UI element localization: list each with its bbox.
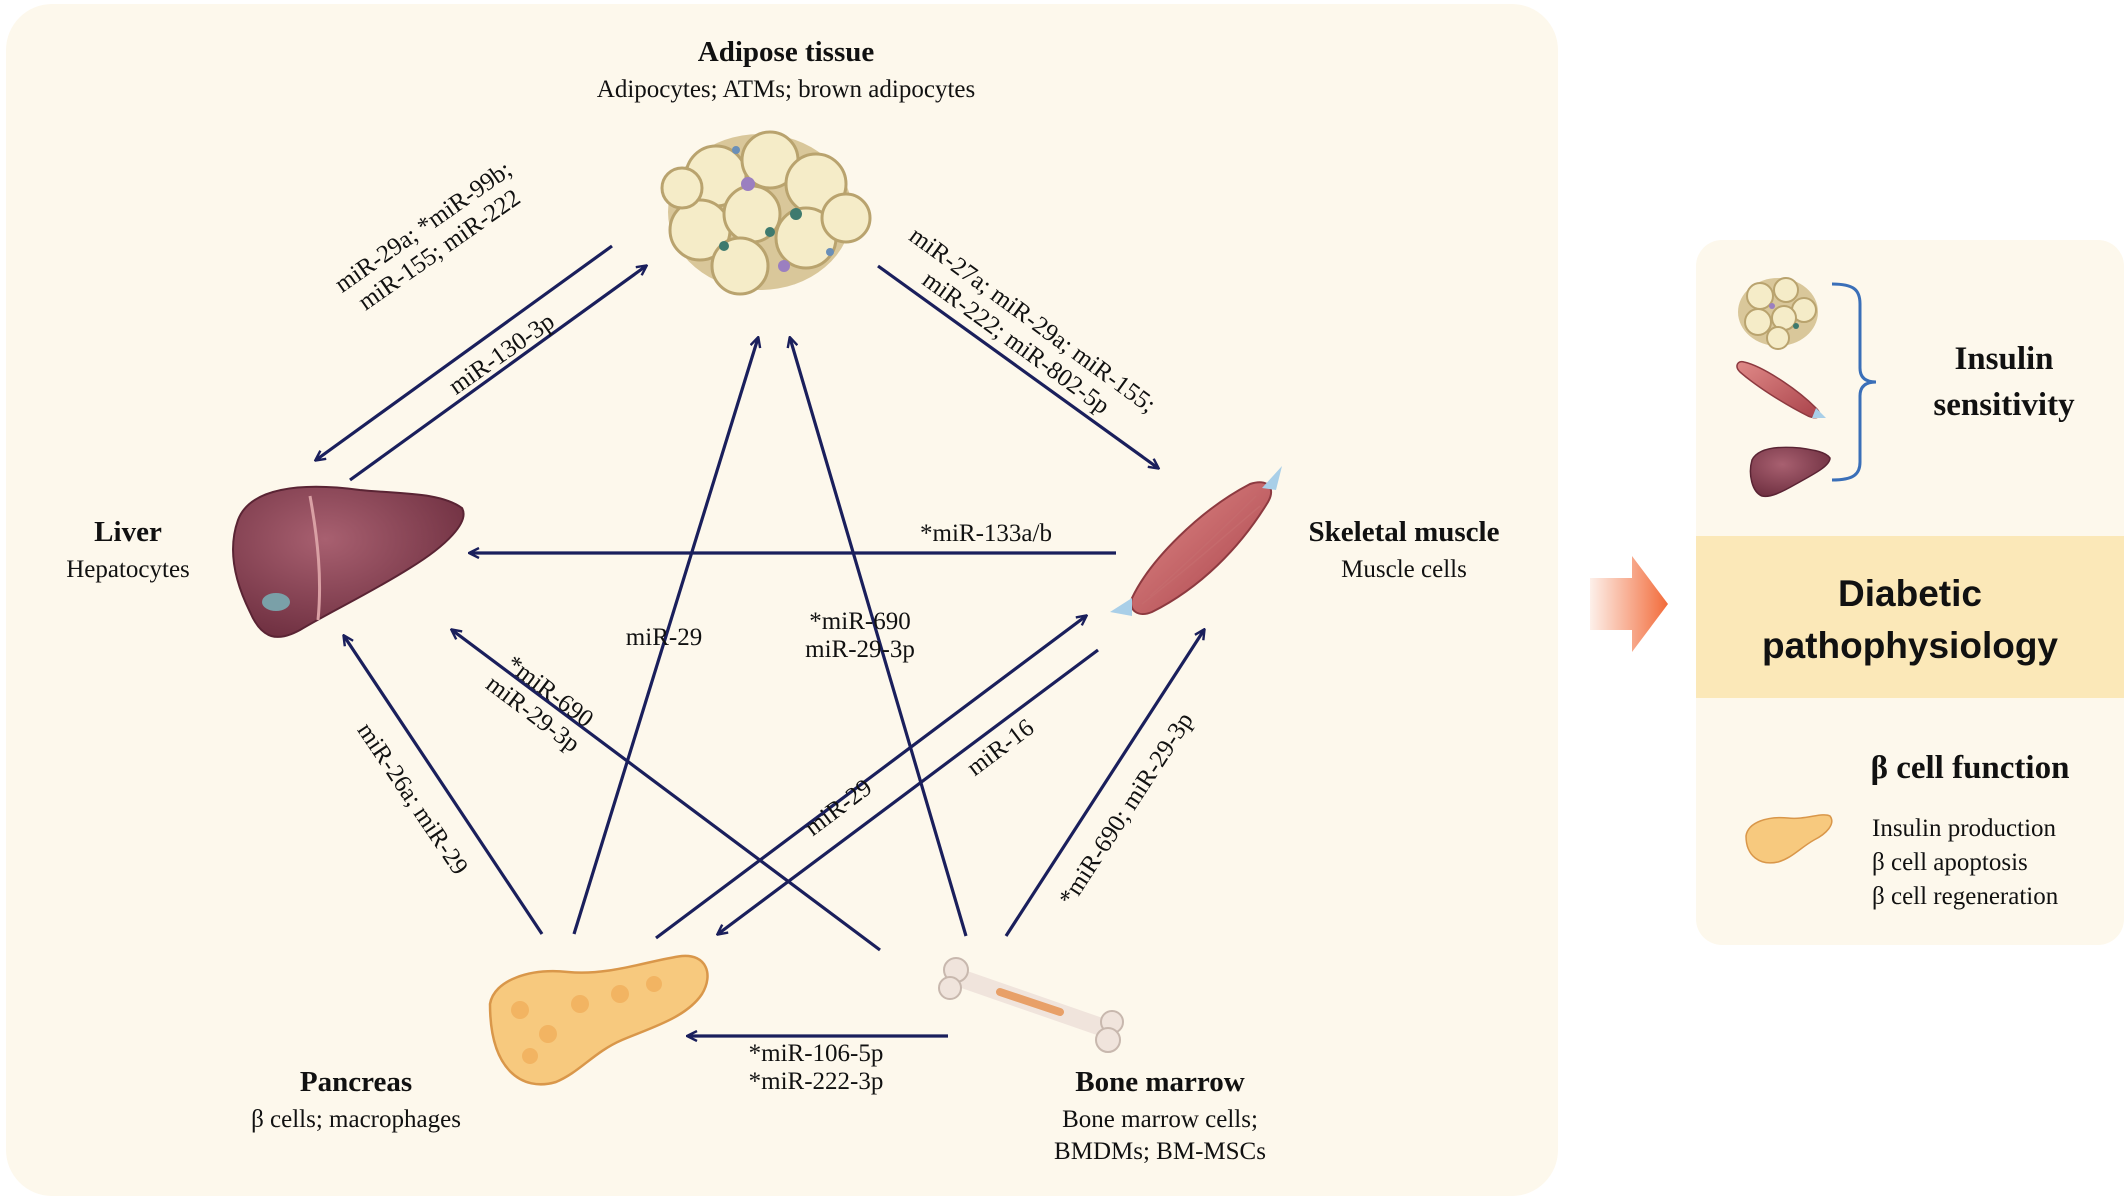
diabetic-band bbox=[1696, 536, 2124, 698]
mirna-pancreas-to-adipose: miR-29 bbox=[625, 624, 703, 651]
mirna-bone-to-pancreas: *miR-106-5p *miR-222-3p bbox=[749, 1040, 884, 1096]
arrow-bone-to-liver bbox=[452, 630, 881, 952]
mini-muscle-icon bbox=[1736, 360, 1826, 419]
beta-cell-function-title: β cell function bbox=[1870, 750, 2070, 786]
mirna-label: *miR-222-3p bbox=[748, 1068, 884, 1095]
beta-item-insulin-production: Insulin production bbox=[1872, 815, 2057, 842]
beta-cell-list: Insulin production β cell apoptosis β ce… bbox=[1872, 812, 2058, 914]
bone-title: Bone marrow bbox=[1075, 1066, 1245, 1098]
adipose-tissue-illustration bbox=[660, 130, 872, 296]
insulin-sensitivity-label: Insulin sensitivity bbox=[1933, 336, 2074, 428]
insulin-line1: Insulin bbox=[1954, 341, 2054, 377]
beta-item-regeneration: β cell regeneration bbox=[1872, 883, 2059, 910]
bone-cells-line2: BMDMs; BM-MSCs bbox=[1054, 1138, 1266, 1165]
skeletal-muscle-illustration bbox=[1110, 466, 1282, 616]
pancreas-cells: β cells; macrophages bbox=[251, 1106, 461, 1133]
beta-item-apoptosis: β cell apoptosis bbox=[1872, 849, 2028, 876]
pancreas-illustration bbox=[488, 954, 709, 1086]
pancreas-title: Pancreas bbox=[299, 1066, 413, 1098]
big-arrow-icon bbox=[1590, 556, 1668, 652]
arrow-pancreas-to-muscle bbox=[655, 616, 1086, 940]
arrow-liver-to-adipose bbox=[349, 266, 646, 482]
muscle-title: Skeletal muscle bbox=[1308, 516, 1500, 548]
liver-title: Liver bbox=[94, 516, 162, 548]
arrow-pancreas-to-adipose bbox=[572, 338, 758, 935]
arrow-muscle-to-pancreas bbox=[718, 648, 1099, 934]
mirna-label: miR-29-3p bbox=[805, 636, 915, 663]
mirna-label: *miR-690 bbox=[809, 608, 911, 635]
arrow-bone-to-adipose bbox=[790, 338, 968, 937]
mini-adipose-icon bbox=[1738, 277, 1818, 350]
arrows bbox=[316, 244, 1204, 1036]
diabetic-pathophysiology-label: Diabetic pathophysiology bbox=[1762, 568, 2058, 672]
mini-pancreas-icon bbox=[1745, 814, 1833, 864]
bone-cells-line1: Bone marrow cells; bbox=[1062, 1106, 1258, 1133]
adipose-title: Adipose tissue bbox=[697, 36, 875, 68]
mirna-bone-to-adipose: *miR-690 miR-29-3p bbox=[805, 608, 915, 664]
adipose-cells: Adipocytes; ATMs; brown adipocytes bbox=[596, 76, 976, 103]
bone-illustration bbox=[938, 957, 1124, 1053]
muscle-cells: Muscle cells bbox=[1341, 556, 1467, 583]
mirna-label: *miR-106-5p bbox=[748, 1040, 884, 1067]
diabetic-line2: pathophysiology bbox=[1762, 625, 2058, 666]
mirna-muscle-to-liver: *miR-133a/b bbox=[920, 520, 1052, 547]
arrow-pancreas-to-liver bbox=[344, 636, 544, 935]
insulin-bracket bbox=[1831, 282, 1877, 482]
arrow-adipose-to-liver bbox=[316, 244, 613, 460]
arrow-bone-to-muscle bbox=[1004, 630, 1204, 937]
liver-cells: Hepatocytes bbox=[66, 556, 190, 583]
insulin-line2: sensitivity bbox=[1933, 387, 2075, 423]
mini-liver-icon bbox=[1749, 446, 1831, 498]
arrow-adipose-to-muscle bbox=[877, 264, 1158, 468]
liver-illustration bbox=[232, 485, 465, 638]
diabetic-line1: Diabetic bbox=[1838, 573, 1982, 614]
